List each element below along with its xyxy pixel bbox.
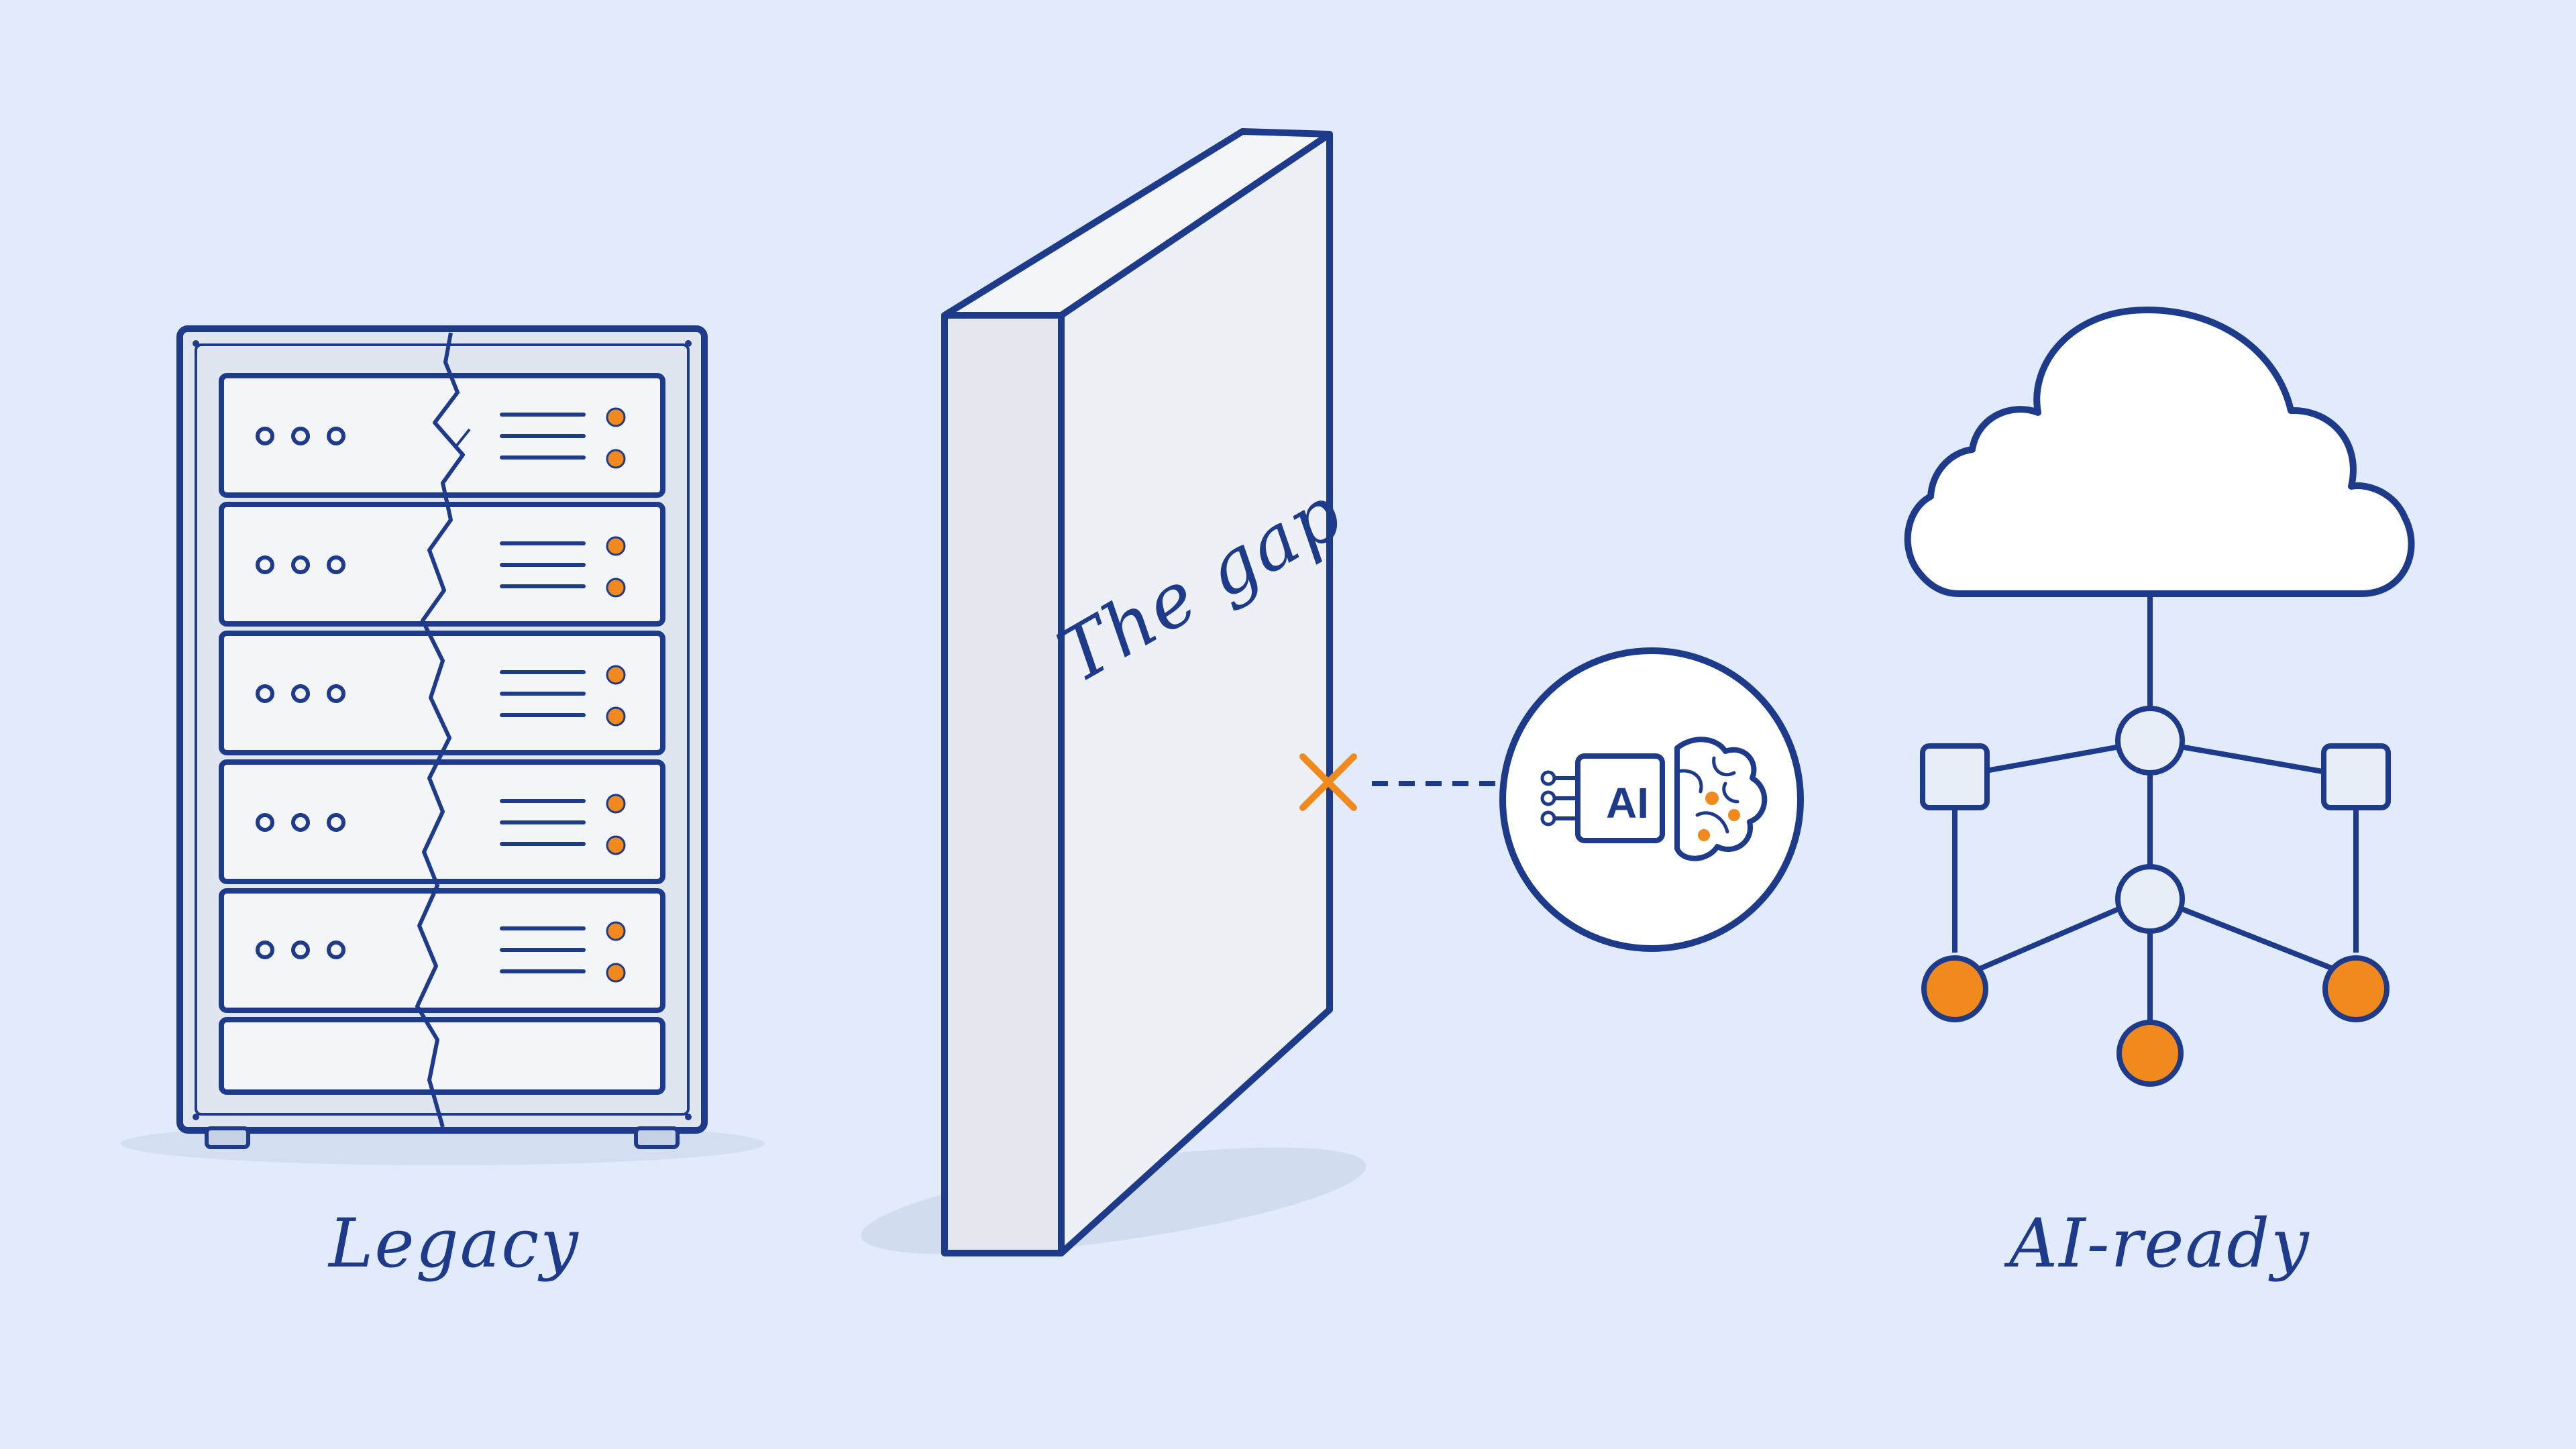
network-leaf-node <box>2322 955 2390 1022</box>
server-blank-panel <box>219 1017 665 1095</box>
network-square-node <box>1920 743 1990 810</box>
server-unit <box>219 502 665 627</box>
network-hub-node <box>2115 864 2185 934</box>
cloud-shape <box>1904 307 2415 597</box>
server-rack-icon <box>121 325 765 1165</box>
gap-wall <box>861 128 1366 1256</box>
server-unit <box>219 888 665 1013</box>
network-square-node <box>2321 743 2391 810</box>
ai-ready-label: AI-ready <box>2009 1204 2310 1283</box>
ai-chip-label: AI <box>1606 779 1649 827</box>
network-leaf-node <box>1921 955 1988 1022</box>
server-unit <box>219 373 665 498</box>
network-hub-node <box>2115 706 2185 775</box>
server-unit <box>219 631 665 755</box>
network-leaf-node <box>2116 1020 2184 1087</box>
x-mark-icon <box>1299 753 1357 811</box>
legacy-label: Legacy <box>329 1204 580 1283</box>
cloud-network-icon <box>1904 307 2415 1087</box>
server-unit <box>219 759 665 884</box>
crack-line <box>415 332 465 1128</box>
ai-brain-chip-icon <box>1499 647 1804 952</box>
